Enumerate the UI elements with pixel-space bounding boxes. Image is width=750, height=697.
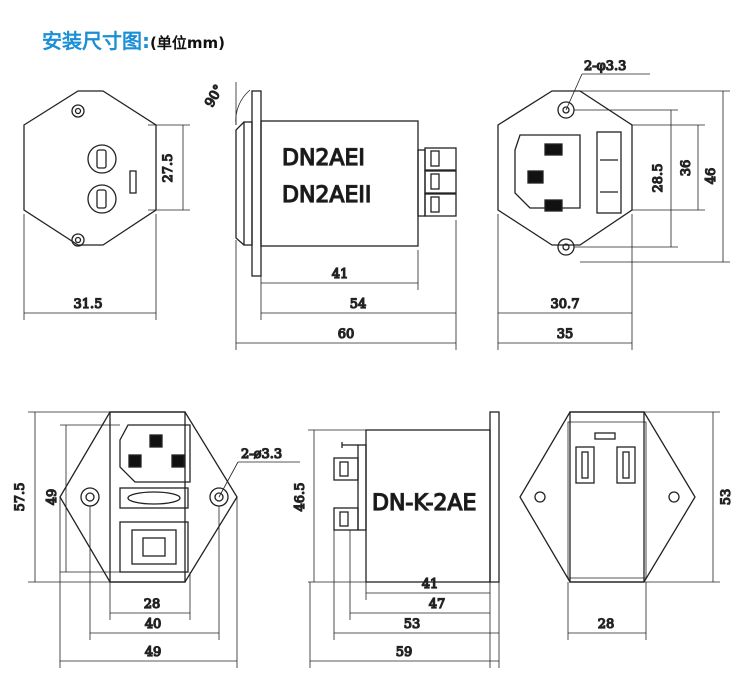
model-label-3: DN-K-2AE: [372, 491, 476, 516]
dim-bottom-back-53: 53: [719, 489, 734, 506]
top-front-view: [23, 90, 190, 320]
dim-side-41: 41: [332, 267, 349, 282]
dim-bottom-front-40: 40: [145, 617, 162, 632]
dim-bottom-side-46-5: 46.5: [293, 483, 308, 512]
dim-side-60: 60: [338, 327, 355, 342]
model-label-2: DN2AEII: [282, 183, 371, 208]
dim-bottom-side-47: 47: [429, 597, 446, 612]
dim-top-back-holes: 2-φ3.3: [584, 59, 626, 74]
dim-bottom-side-59: 59: [396, 645, 413, 660]
bottom-back-view: [519, 411, 720, 640]
dim-bottom-side-53: 53: [404, 617, 421, 632]
title-unit: (单位mm): [150, 34, 225, 52]
bottom-side-view: [308, 411, 500, 668]
title-main: 安装尺寸图:: [42, 29, 150, 53]
diagram-title: 安装尺寸图:(单位mm): [42, 25, 225, 54]
dim-bottom-front-holes: 2-ø3.3: [241, 447, 282, 462]
dim-top-back-36: 36: [679, 160, 694, 177]
dim-bottom-front-28: 28: [144, 597, 161, 612]
dim-top-back-46: 46: [704, 168, 719, 185]
model-label-1: DN2AEI: [282, 146, 365, 171]
top-side-view: [235, 82, 457, 350]
top-back-view: [497, 73, 730, 350]
dim-top-front-width: 31.5: [74, 297, 103, 312]
dim-bottom-side-41: 41: [422, 577, 439, 592]
dim-side-54: 54: [350, 297, 367, 312]
dim-bottom-back-28: 28: [598, 617, 615, 632]
dim-angle: 90°: [202, 83, 227, 110]
dim-top-back-30-7: 30.7: [551, 297, 580, 312]
dim-top-back-35: 35: [557, 327, 574, 342]
dim-top-back-28-5: 28.5: [651, 164, 666, 193]
dim-top-front-height: 27.5: [161, 154, 176, 183]
bottom-front-view: [28, 411, 300, 668]
dim-bottom-front-57-5: 57.5: [13, 483, 28, 512]
dim-bottom-front-49-w: 49: [145, 645, 162, 660]
dim-bottom-front-49-h: 49: [45, 489, 60, 506]
